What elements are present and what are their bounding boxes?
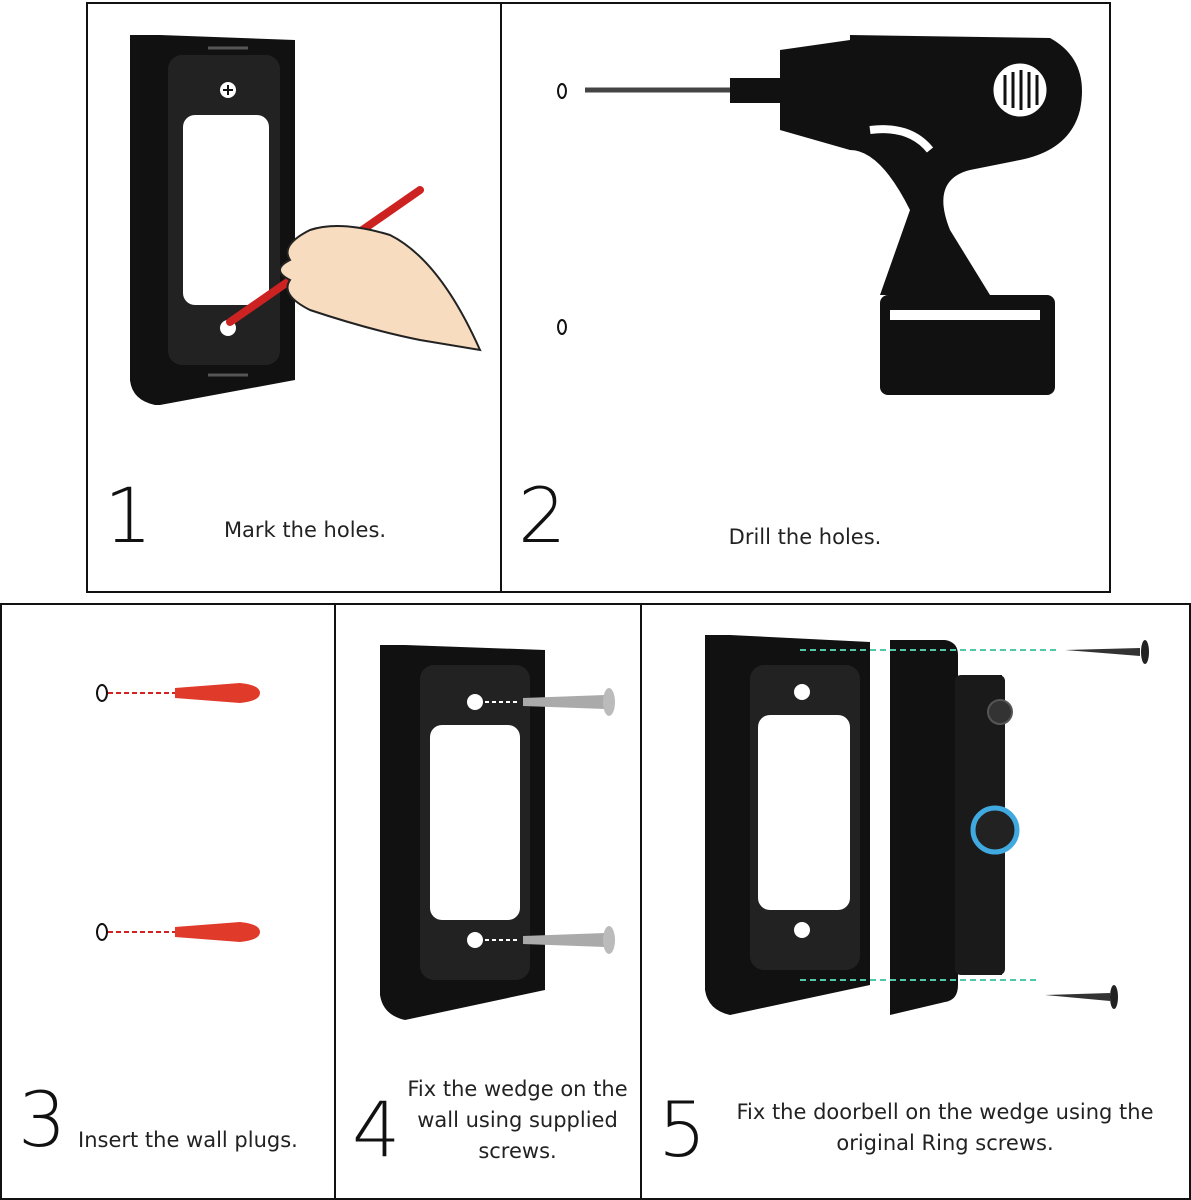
step-number: 4 [352,1085,401,1174]
step-number: 3 [18,1075,67,1164]
wall-plugs-illustration [96,683,260,942]
wedge-with-pencil-illustration [130,35,482,405]
drill-illustration [557,35,1082,395]
wedge-with-screws-illustration [380,645,615,1020]
divider [640,603,642,1200]
divider [500,2,502,593]
step-caption: Fix the wedge on the wall using supplied… [407,1077,628,1163]
step-caption: Mark the holes. [223,518,387,542]
step-number: 2 [518,471,567,560]
step-number: 5 [658,1085,707,1174]
divider [334,603,336,1200]
step-caption: Drill the holes. [728,525,882,549]
step-caption: Fix the doorbell on the wedge using the … [736,1100,1154,1155]
step-number: 1 [104,471,153,560]
step-caption: Insert the wall plugs. [78,1128,298,1152]
doorbell-on-wedge-illustration [705,635,1149,1015]
